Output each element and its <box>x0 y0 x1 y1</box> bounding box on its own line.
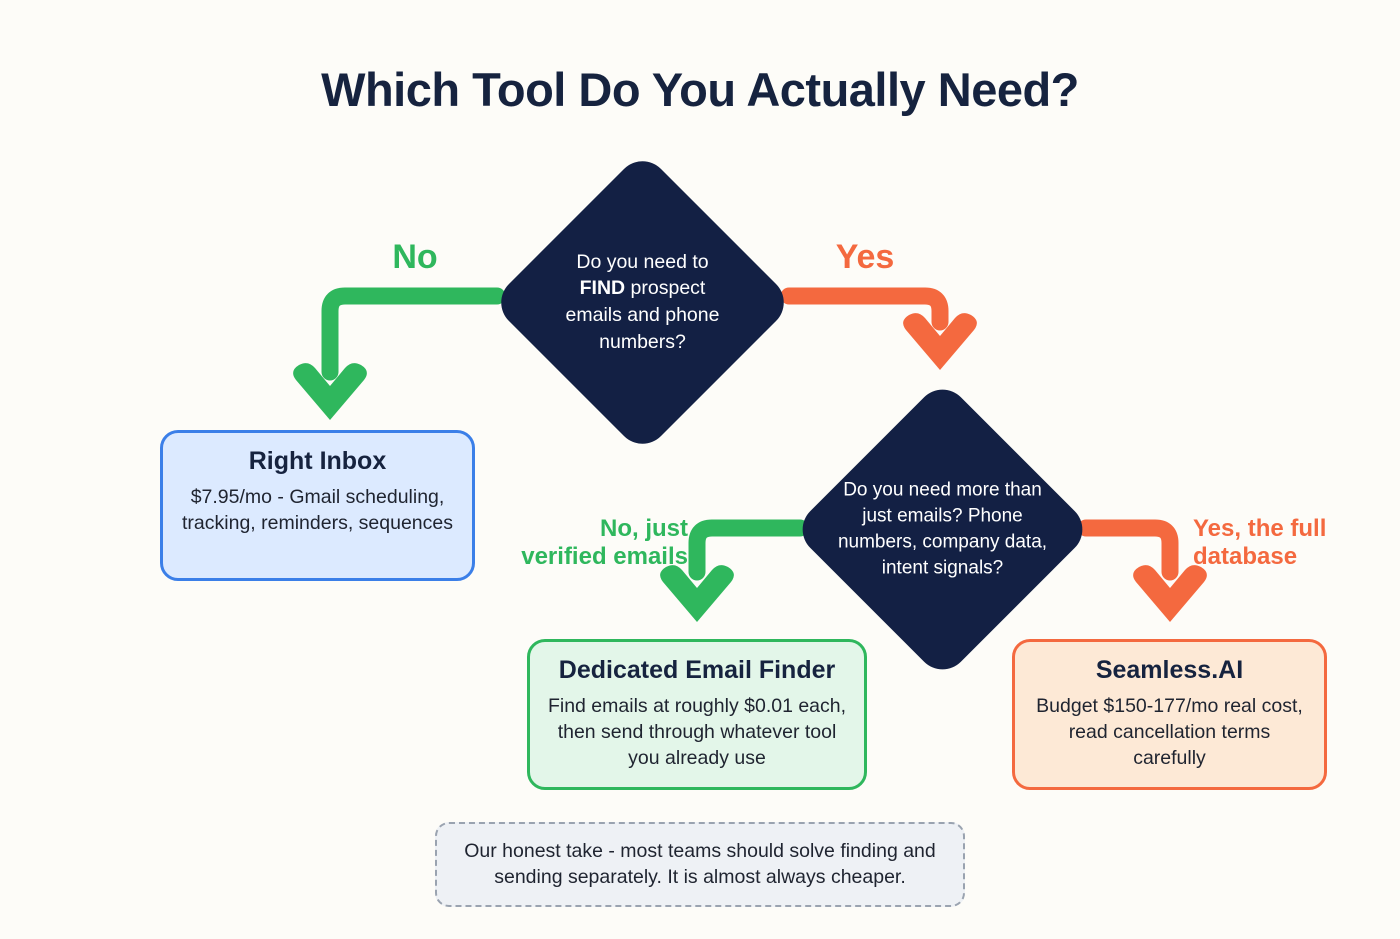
edge-label-no-just-line2: verified emails <box>521 542 688 570</box>
edge-label-no: No <box>392 238 438 276</box>
email-finder-body: Find emails at roughly $0.01 each, then … <box>547 694 847 769</box>
decision-find-bold-word: FIND <box>579 277 626 300</box>
decision-find-line4: numbers? <box>599 331 686 354</box>
decision-find-line1: Do you need to <box>576 250 709 273</box>
outcome-card-seamless-ai[interactable]: Seamless.AI Budget $150-177/mo real cost… <box>1012 639 1327 790</box>
edge-yes-full-arrow <box>1077 519 1207 622</box>
decision-find-line2-rest: prospect <box>625 277 706 300</box>
decision-more-text: Do you need more than just emails? Phone… <box>837 479 1048 579</box>
edge-label-no-just-line1: No, just <box>600 515 688 542</box>
edge-label-no-just-verified-emails: No, just verified emails <box>438 515 688 571</box>
edge-no-arrow <box>293 287 506 420</box>
edge-label-yes: Yes <box>835 238 895 276</box>
seamless-title: Seamless.AI <box>1095 656 1244 684</box>
decision-find-text: Do you need to FIND prospect emails and … <box>523 249 763 357</box>
email-finder-title: Dedicated Email Finder <box>558 656 836 684</box>
edge-label-yes-full-line2: database <box>1193 542 1298 570</box>
page-title: Which Tool Do You Actually Need? <box>321 63 1079 116</box>
edge-label-yes-full-line1: Yes, the full <box>1193 515 1327 542</box>
edge-yes-arrow <box>780 287 977 370</box>
edge-label-yes-full-database: Yes, the full database <box>1193 515 1393 571</box>
seamless-body: Budget $150-177/mo real cost, read cance… <box>1036 694 1303 769</box>
outcome-card-right-inbox[interactable]: Right Inbox $7.95/mo - Gmail scheduling,… <box>160 430 475 581</box>
footer-note: Our honest take - most teams should solv… <box>435 822 965 907</box>
right-inbox-title: Right Inbox <box>248 447 387 475</box>
edge-no-verified-arrow <box>660 519 809 622</box>
decision-node-more-than-emails[interactable]: Do you need more than just emails? Phone… <box>791 378 1094 681</box>
decision-node-find-contacts[interactable]: Do you need to FIND prospect emails and … <box>490 150 795 455</box>
outcome-card-email-finder[interactable]: Dedicated Email Finder Find emails at ro… <box>527 639 867 790</box>
right-inbox-body: $7.95/mo - Gmail scheduling, tracking, r… <box>182 485 453 534</box>
decision-find-line3: emails and phone <box>565 304 720 327</box>
